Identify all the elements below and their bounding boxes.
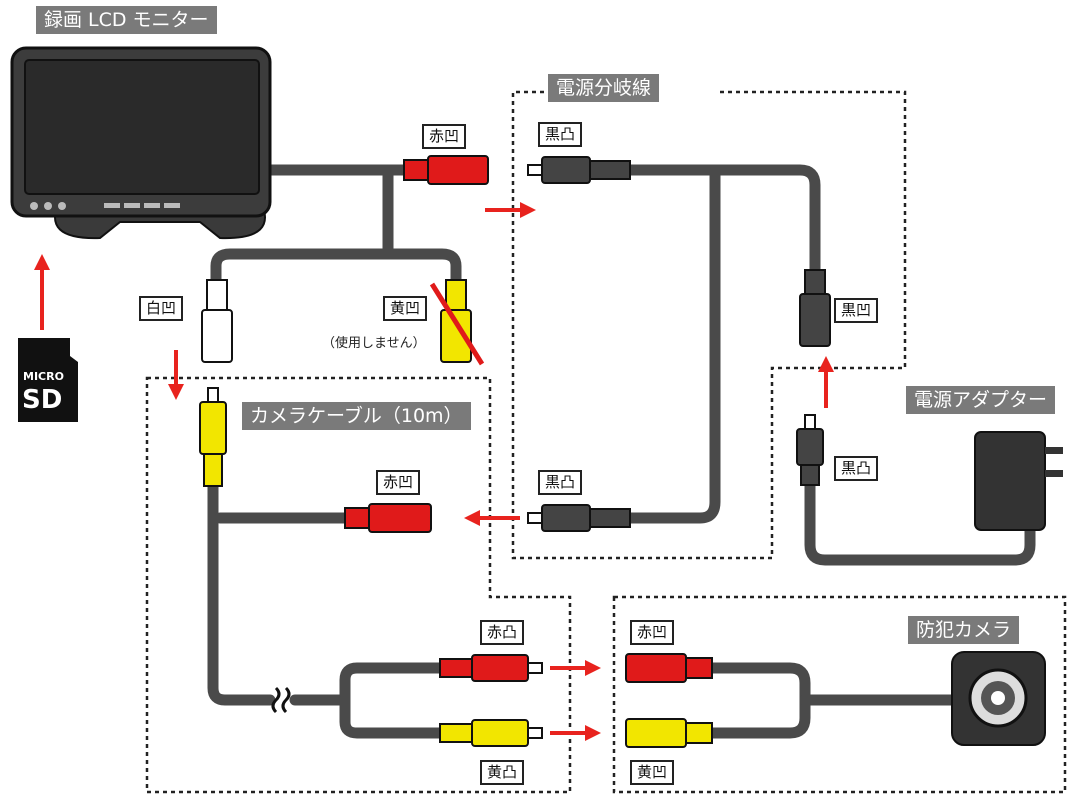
- label-white-female: 白凹: [139, 296, 184, 321]
- label-yellow-female-camera: 黄凹: [630, 760, 675, 785]
- black-female-connector: [799, 269, 831, 347]
- label-black-female: 黒凹: [834, 298, 879, 323]
- black-male-connector-top: [527, 156, 631, 184]
- yellow-male-connector-cable: [199, 387, 227, 487]
- label-yellow-male-cable: 黄凸: [480, 760, 525, 785]
- camera-box: [612, 595, 1067, 794]
- yellow-female-connector-camera: [625, 718, 713, 748]
- label-red-female-camera: 赤凹: [630, 620, 675, 645]
- arrows: [34, 202, 834, 741]
- label-black-male-bottom: 黒凸: [538, 470, 583, 495]
- splitter-title: 電源分岐線: [548, 74, 660, 102]
- red-female-connector-camera: [625, 653, 713, 683]
- yellow-male-connector-horizontal: [439, 719, 543, 747]
- label-yellow-female-unused: 黄凹: [383, 296, 428, 321]
- black-male-connector-bottom: [527, 504, 631, 532]
- cables: [207, 164, 1036, 739]
- white-female-connector: [201, 279, 233, 363]
- security-camera-icon: [951, 651, 1046, 746]
- label-black-male-adapter: 黒凸: [834, 456, 879, 481]
- adapter-title: 電源アダプター: [906, 386, 1056, 414]
- red-female-connector-cable: [344, 503, 432, 533]
- camera-title: 防犯カメラ: [908, 616, 1020, 644]
- sd-micro-text: MICRO: [23, 370, 64, 383]
- black-male-connector-adapter: [796, 414, 824, 486]
- label-red-female-monitor: 赤凹: [422, 124, 467, 149]
- lcd-monitor: [10, 46, 272, 240]
- label-red-male-cable: 赤凸: [480, 620, 525, 645]
- camera-cable-title: カメラケーブル（10m）: [242, 402, 471, 430]
- micro-sd-card-icon: MICRO SD: [18, 338, 78, 422]
- red-male-connector-cable: [439, 654, 543, 682]
- red-female-connector-monitor: [403, 155, 489, 185]
- camera-cable-box: [145, 376, 572, 794]
- unused-note: （使用しません）: [322, 336, 426, 351]
- yellow-female-connector-unused: [429, 279, 485, 366]
- power-adapter-icon: [974, 431, 1063, 531]
- label-red-female-cable: 赤凹: [376, 470, 421, 495]
- monitor-title: 録画 LCD モニター: [36, 6, 217, 34]
- sd-sd-text: SD: [22, 385, 62, 415]
- label-black-male-top: 黒凸: [538, 122, 583, 147]
- cable-break-icon: [271, 686, 291, 714]
- splitter-box: [511, 90, 907, 560]
